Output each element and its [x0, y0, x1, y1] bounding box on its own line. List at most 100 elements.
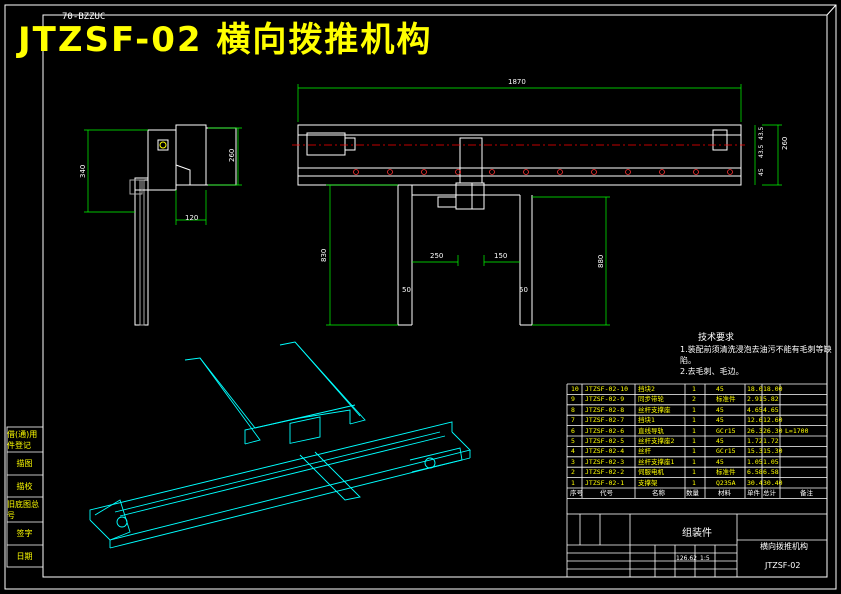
bom-weight-total: 12.60 — [763, 416, 783, 425]
bom-no: 4 — [571, 447, 575, 456]
side-head — [147, 129, 177, 191]
bom-code: JTZSF-02-3 — [585, 457, 625, 466]
bom-weight-total: 1.72 — [763, 437, 779, 445]
weight-value: 126.62 — [676, 555, 697, 562]
bom-header-no: 序号 — [570, 489, 583, 497]
bom-weight-single: 26.3 — [747, 426, 763, 435]
bom-weight-total: 26.30 — [763, 426, 783, 435]
bom-no: 9 — [571, 395, 575, 404]
bom-material: 45 — [716, 416, 724, 425]
bom-weight-total: 1.05 — [763, 457, 779, 466]
bom-name: 挡块1 — [638, 416, 655, 425]
bom-weight-single: 15.3 — [747, 447, 763, 456]
dim-side-height: 340 — [79, 164, 87, 178]
bom-weight-single: 1.05 — [747, 457, 763, 466]
rail-hole — [727, 169, 733, 175]
bom-qty: 1 — [692, 385, 696, 393]
bom-no: 2 — [571, 468, 575, 477]
side-table-cell: 描图 — [16, 459, 33, 468]
bom-weight-single: 18.0 — [747, 385, 763, 393]
rail-hole — [455, 169, 461, 175]
bom-qty: 1 — [692, 468, 696, 477]
bom-weight-total: 5.82 — [763, 395, 779, 404]
dim-span-right: 150 — [494, 252, 508, 260]
inner-frame — [42, 14, 828, 578]
bom-weight-single: 12.6 — [747, 416, 763, 425]
bom-qty: 1 — [692, 437, 696, 445]
dim-leg-height-left: 830 — [320, 248, 328, 262]
side-table-cell: 日期 — [16, 551, 33, 561]
tech-requirements: 技术要求 1.装配前须清洗浸泡去油污不能有毛刺等缺陷。 2.去毛刺、毛边。 — [680, 333, 841, 377]
dim-side-width: 120 — [185, 214, 199, 222]
motor — [306, 132, 346, 156]
bom-weight-total: 18.00 — [763, 385, 783, 393]
dim-leg-height-right: 880 — [597, 254, 605, 268]
side-view — [129, 124, 237, 326]
bom-material: Q235A — [716, 478, 736, 487]
side-table-cell: 签字 — [16, 529, 33, 538]
bom-name: 丝杆支撑座2 — [638, 437, 675, 445]
rail-hole — [353, 169, 359, 175]
bom-no: 6 — [571, 426, 575, 435]
dim-height-right-b: 43.5 — [758, 144, 765, 158]
drawing-number: JTZSF-02 — [765, 561, 801, 570]
rail-hole — [387, 169, 393, 175]
bom-note: L=1700 — [785, 426, 809, 435]
dim-height-right: 260 — [781, 136, 789, 150]
bom-no: 10 — [571, 385, 579, 393]
bom-name: 丝杆支撑座 — [638, 405, 671, 414]
bom-name: 伺服电机 — [638, 468, 664, 477]
bom-no: 5 — [571, 437, 575, 445]
side-table-grid — [6, 426, 44, 568]
drawing-title: JTZSF-02 横向拨推机构 — [18, 20, 433, 60]
bom-weight-total: 4.65 — [763, 405, 779, 414]
bom-weight-single: 6.58 — [747, 468, 763, 477]
bom-name: 支撑架 — [638, 478, 658, 487]
tech-item-1: 1.装配前须清洗浸泡去油污不能有毛刺等缺陷。 — [680, 345, 832, 365]
rail-hole — [557, 169, 563, 175]
bom-qty: 1 — [692, 405, 696, 414]
dim-leg-width-right: 50 — [519, 286, 528, 294]
bom-header-qty: 数量 — [686, 489, 699, 497]
bom-material: 标准件 — [716, 395, 736, 404]
bom-name: 丝杆支撑座1 — [638, 457, 675, 466]
outer-frame — [4, 4, 837, 590]
bom-qty: 1 — [692, 457, 696, 466]
bom-material: 45 — [716, 385, 724, 393]
bom-code: JTZSF-02-8 — [585, 405, 625, 414]
bom-header-material: 材料 — [718, 489, 731, 497]
tech-heading: 技术要求 — [698, 333, 735, 343]
bom-qty: 1 — [692, 416, 696, 425]
rail-hole — [591, 169, 597, 175]
bom-material: 45 — [716, 437, 724, 445]
side-post — [134, 179, 149, 326]
bom-name: 丝杆 — [638, 447, 651, 456]
rail-hole — [523, 169, 529, 175]
rail-hole — [659, 169, 665, 175]
bom-weight-single: 30.4 — [747, 478, 763, 487]
dim-height-right-a: 43.5 — [758, 126, 765, 140]
bom-weight-total: 6.58 — [763, 468, 779, 477]
bom-code: JTZSF-02-1 — [585, 478, 625, 487]
rail-hole — [693, 169, 699, 175]
bom-material: 45 — [716, 405, 724, 414]
tech-item-2: 2.去毛刺、毛边。 — [680, 367, 744, 376]
bom-weight-single: 2.91 — [747, 395, 763, 404]
bom-qty: 2 — [692, 395, 696, 404]
side-table-cell: 旧底图总号 — [7, 499, 39, 520]
bom-code: JTZSF-02-4 — [585, 447, 625, 456]
bom-header-single: 单件 — [747, 489, 760, 497]
dim-overall-length: 1870 — [508, 78, 526, 86]
bom-grid — [566, 383, 828, 514]
part-name: 横向拨推机构 — [760, 542, 808, 551]
bom-code: JTZSF-02-7 — [585, 416, 625, 425]
bom-material: 45 — [716, 457, 724, 466]
rail-hole — [625, 169, 631, 175]
rail-hole — [421, 169, 427, 175]
bom-code: JTZSF-02-10 — [585, 385, 629, 393]
bom-code: JTZSF-02-5 — [585, 437, 625, 445]
bom-material: GCr15 — [716, 447, 736, 456]
front-view — [297, 124, 742, 326]
